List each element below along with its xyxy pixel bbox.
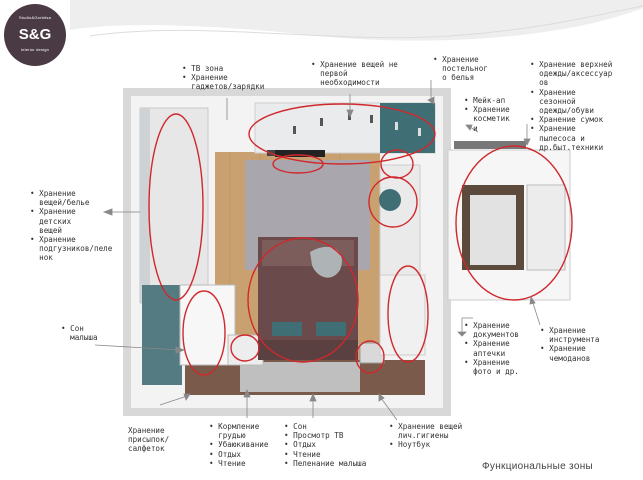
small-rug — [240, 362, 360, 392]
ring-nightstand — [355, 340, 385, 374]
page-caption: Функциональные зоны — [482, 461, 593, 472]
dresser — [379, 274, 426, 356]
studio-logo: Studio&Gorbitsa S&G interior design — [4, 4, 66, 66]
ring-crib — [182, 290, 226, 376]
ring-tv — [272, 154, 324, 174]
ring-dresser — [387, 265, 429, 363]
ring-bed — [247, 237, 359, 363]
label-sleep-tv: • Сон • Просмотр ТВ • Отдых • Чтение • П… — [284, 422, 367, 468]
label-tools: • Хранение инструмента • Хранение чемода… — [540, 326, 600, 363]
label-hygiene: • Хранение вещей лич.гигиены • Ноутбук — [389, 422, 463, 450]
label-bed-linen: • Хранение постельног о белья — [433, 55, 488, 83]
baby-crib — [179, 284, 236, 366]
left-wardrobe — [139, 107, 209, 304]
label-left-storage: • Хранение вещей/белье • Хранение детски… — [30, 189, 113, 263]
annotation-rings — [148, 103, 573, 376]
label-baby-sleep: • Сон малыша — [61, 324, 98, 343]
label-outerwear: • Хранение верхней одежды/аксессуар ов •… — [530, 60, 613, 152]
label-feeding: • Кормление грудью • Убаюкивание • Отдых… — [209, 422, 269, 468]
vanity-stool — [379, 189, 401, 211]
header-wave — [70, 0, 643, 41]
label-documents: • Хранение документов • Хранение аптечки… — [464, 321, 519, 377]
logo-top-text: Studio&Gorbitsa — [18, 15, 52, 20]
makeup-table — [379, 164, 421, 276]
logo-brand: S&G — [18, 26, 52, 43]
ring-armchair — [230, 334, 260, 362]
crib-cover — [142, 285, 182, 385]
ring-top-wardrobe — [248, 103, 436, 165]
throw-blanket — [310, 246, 342, 278]
label-powders: Хранение присыпок/ салфеток — [128, 426, 170, 454]
ring-makeup — [368, 176, 418, 228]
logo-bottom-text: interior design — [20, 47, 50, 52]
ring-hall-closet — [455, 145, 573, 301]
leader-lines — [94, 80, 541, 421]
pillow-right — [316, 322, 346, 336]
label-not-first-need: • Хранение вещей не первой необходимости — [311, 60, 398, 88]
ring-left-wardrobe — [148, 113, 204, 301]
label-makeup: • Мейк-ап • Хранение косметик и — [464, 96, 510, 133]
label-tv-zone: • ТВ зона • Хранение гаджетов/зарядки — [182, 64, 265, 92]
teal-cabinet — [380, 103, 435, 153]
pillow-left — [272, 322, 302, 336]
tv-unit — [275, 150, 325, 157]
